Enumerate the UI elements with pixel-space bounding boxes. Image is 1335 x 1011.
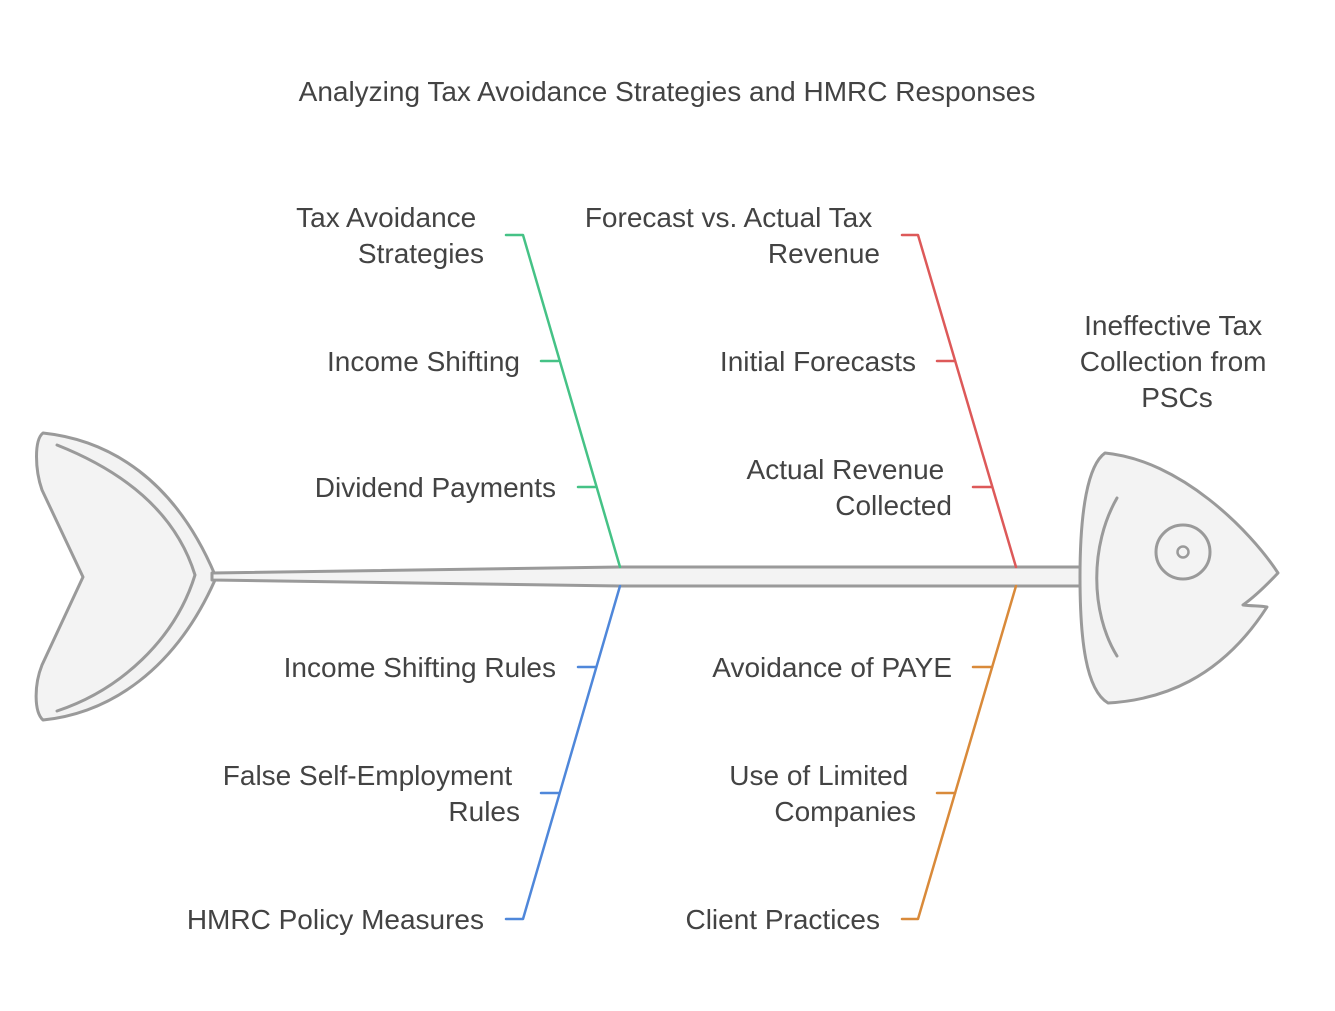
branch-tax-avoidance-strategies: Tax Avoidance Strategies Income Shifting… bbox=[296, 202, 622, 569]
cause-label-use-of-limited-companies: Use of Limited Companies bbox=[729, 760, 916, 827]
cause-label-avoidance-of-paye: Avoidance of PAYE bbox=[712, 652, 952, 683]
branch-client-practices: Client Practices Avoidance of PAYE Use o… bbox=[685, 584, 1018, 935]
branch-line-green bbox=[504, 233, 622, 569]
cause-label-false-self-employment: False Self-Employment Rules bbox=[223, 760, 520, 827]
fish-head bbox=[1078, 451, 1280, 705]
cause-label-income-shifting: Income Shifting bbox=[327, 346, 520, 377]
category-label-forecast-vs-actual: Forecast vs. Actual Tax Revenue bbox=[585, 202, 880, 269]
fish-tail bbox=[34, 431, 217, 722]
cause-label-dividend-payments: Dividend Payments bbox=[315, 472, 556, 503]
cause-label-income-shifting-rules: Income Shifting Rules bbox=[284, 652, 556, 683]
fish-spine bbox=[210, 565, 1087, 588]
branch-line-orange bbox=[900, 584, 1018, 921]
category-label-tax-avoidance-strategies: Tax Avoidance Strategies bbox=[296, 202, 484, 269]
category-label-client-practices: Client Practices bbox=[685, 904, 880, 935]
fish-tail-shape bbox=[34, 431, 217, 722]
branch-line-blue bbox=[504, 584, 622, 921]
cause-label-initial-forecasts: Initial Forecasts bbox=[720, 346, 916, 377]
cause-label-actual-revenue: Actual Revenue Collected bbox=[747, 454, 952, 521]
branch-hmrc-policy-measures: HMRC Policy Measures Income Shifting Rul… bbox=[187, 584, 622, 935]
branch-line-red bbox=[900, 233, 1018, 569]
diagram-title: Analyzing Tax Avoidance Strategies and H… bbox=[299, 76, 1036, 107]
category-label-hmrc-policy-measures: HMRC Policy Measures bbox=[187, 904, 484, 935]
fish-gill-line bbox=[1095, 496, 1119, 658]
head-label: Ineffective Tax Collection from PSCs bbox=[1080, 310, 1275, 413]
fish-pupil bbox=[1176, 545, 1190, 559]
fish-tail-inner-line bbox=[55, 443, 197, 713]
branch-forecast-vs-actual: Forecast vs. Actual Tax Revenue Initial … bbox=[585, 202, 1018, 569]
